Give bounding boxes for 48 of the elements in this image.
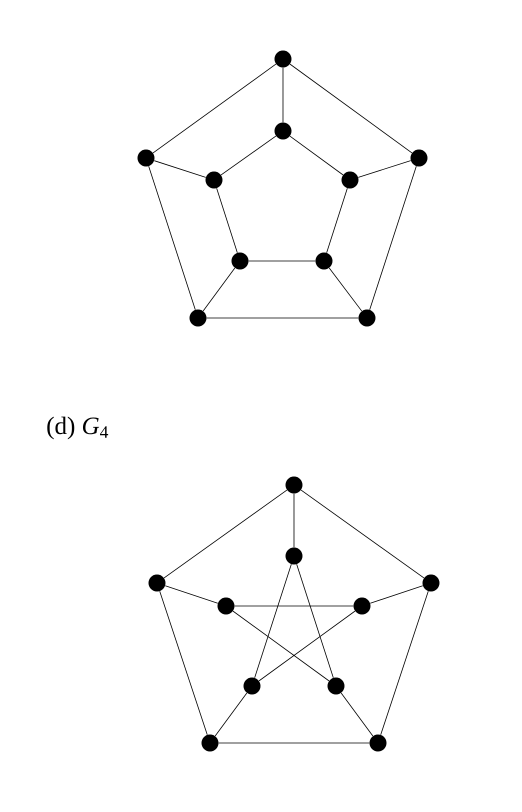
graph-vertex: [148, 574, 166, 592]
graph-edge: [248, 260, 316, 262]
figure-label: (d) G$_{4}$: [47, 416, 108, 440]
graph-edge: [232, 610, 330, 682]
graph-vertex: [410, 150, 428, 166]
graph-edge: [258, 610, 356, 682]
graph-vertex: [316, 252, 332, 270]
graph-vertex: [422, 574, 440, 592]
graph-vertex: [342, 172, 358, 188]
graph-vertex: [328, 678, 344, 694]
graph-vertex: [218, 598, 234, 614]
graph-edge: [254, 564, 292, 678]
graph-edge: [218, 742, 370, 744]
graph-edge: [369, 166, 417, 310]
graph-edge: [290, 64, 412, 154]
graph-edge: [380, 590, 429, 736]
graph-vertex: [206, 172, 222, 188]
graph-edge: [216, 188, 238, 254]
graph-vertex: [358, 310, 376, 326]
graph-vertex: [286, 548, 302, 564]
graph-edge: [164, 585, 218, 604]
graph-vertex: [232, 252, 248, 270]
graph-edge: [214, 692, 248, 736]
graph-edge: [154, 160, 206, 178]
graph-vertex: [370, 734, 386, 752]
graph-edge: [328, 268, 362, 312]
graph-vertex: [244, 678, 260, 694]
graph-vertex: [286, 476, 302, 494]
graph-vertex: [202, 734, 218, 752]
graph-vertex: [190, 310, 206, 326]
graph-edge: [290, 136, 344, 176]
graph-edge: [296, 564, 334, 678]
graph-edge: [164, 490, 288, 578]
graph-vertex: [138, 150, 154, 166]
graph-edge: [202, 268, 236, 312]
graph-vertex: [274, 122, 292, 140]
graph-edge: [326, 188, 348, 254]
graph-edge: [340, 692, 374, 736]
graph-edge: [358, 160, 412, 178]
graph-edge: [152, 64, 276, 154]
graph-edge: [159, 590, 208, 736]
graph-vertex: [274, 50, 292, 68]
graph-vertex: [354, 598, 370, 614]
graph-edge: [148, 166, 196, 310]
graph-edge: [300, 490, 424, 578]
graph-edge: [370, 585, 424, 604]
graph-edge: [282, 67, 284, 123]
graph-edge: [220, 136, 276, 176]
